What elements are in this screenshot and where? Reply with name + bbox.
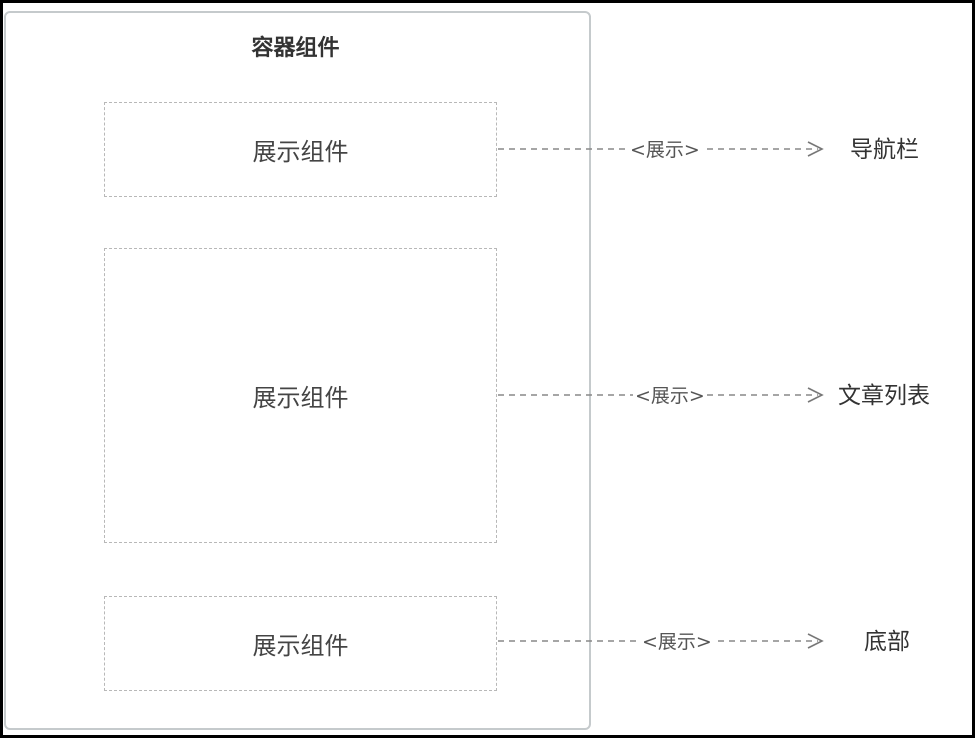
display-component-1-label: 展示组件 [252, 138, 349, 166]
container-component-title: 容器组件 [251, 36, 340, 61]
display-component-2: 展示组件 [104, 248, 497, 543]
target-footer: 底部 [864, 629, 910, 655]
connector-2-label: <展示> [633, 384, 707, 408]
connector-2-arrowhead [807, 387, 824, 403]
container-component [4, 11, 591, 730]
display-component-3-label: 展示组件 [252, 632, 349, 660]
target-article-list: 文章列表 [838, 383, 930, 409]
display-component-2-label: 展示组件 [252, 384, 349, 412]
connector-1-arrowhead [807, 141, 824, 157]
target-navbar: 导航栏 [850, 137, 919, 163]
display-component-3: 展示组件 [104, 596, 497, 691]
connector-3-label: <展示> [640, 630, 714, 654]
display-component-1: 展示组件 [104, 102, 497, 197]
connector-3-arrowhead [807, 633, 824, 649]
connector-1-label: <展示> [628, 138, 702, 162]
